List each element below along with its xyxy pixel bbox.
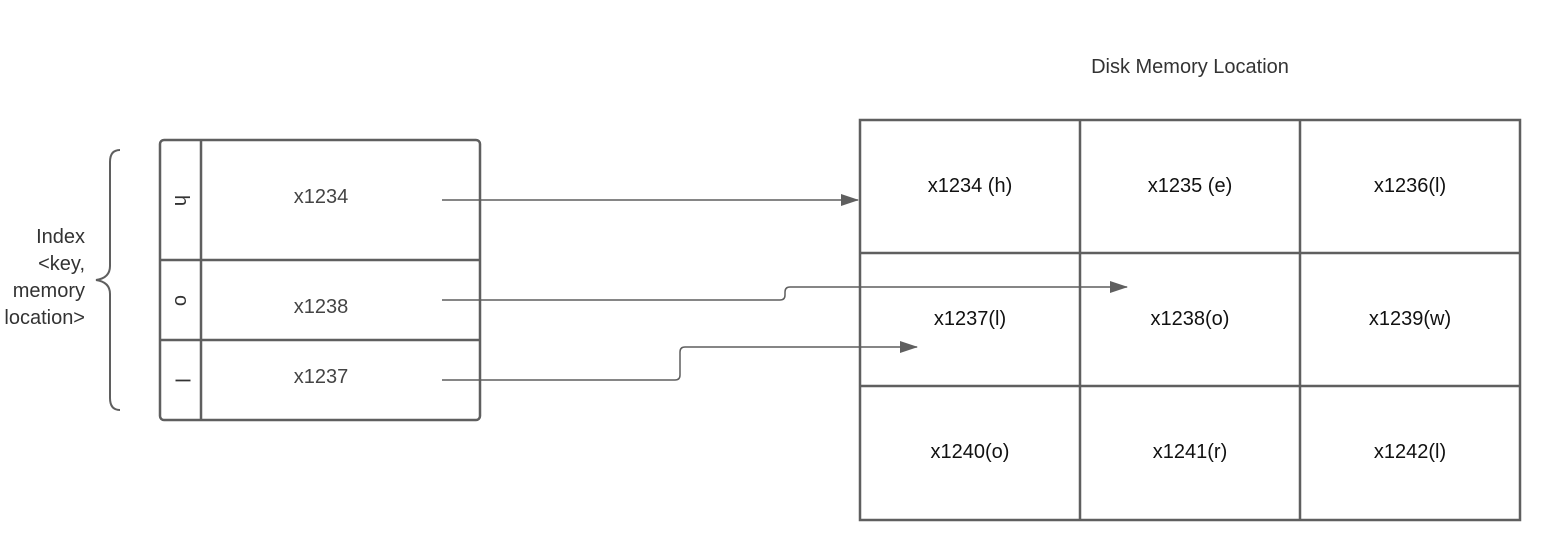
index-key: l bbox=[170, 377, 193, 383]
index-label-line: memory bbox=[12, 280, 85, 302]
disk-cell: x1235 (e) bbox=[1147, 175, 1233, 197]
arrow-l-to-x1237 bbox=[442, 341, 918, 381]
arrow-o-to-x1238 bbox=[442, 281, 1128, 301]
index-location: x1238 bbox=[293, 296, 349, 318]
index-label-line: location> bbox=[4, 307, 85, 329]
index-table bbox=[158, 138, 482, 422]
index-label-line: <key, bbox=[38, 253, 85, 275]
disk-cell: x1241(r) bbox=[1152, 441, 1228, 463]
index-brace bbox=[95, 149, 121, 411]
disk-cell: x1240(o) bbox=[930, 441, 1010, 463]
disk-cell: x1242(l) bbox=[1373, 441, 1447, 463]
disk-cell: x1236(l) bbox=[1373, 175, 1447, 197]
index-key-cell: o bbox=[161, 261, 201, 339]
index-location: x1237 bbox=[293, 366, 349, 388]
index-key: o bbox=[170, 294, 193, 306]
disk-cell: x1239(w) bbox=[1368, 308, 1452, 330]
index-label: Index <key, memory location> bbox=[0, 224, 85, 332]
index-location: x1234 bbox=[293, 186, 349, 208]
disk-cell: x1234 (h) bbox=[927, 175, 1013, 197]
index-key-cell: l bbox=[161, 341, 201, 419]
index-key: h bbox=[170, 194, 193, 206]
index-key-cell: h bbox=[161, 141, 201, 259]
disk-cell: x1237(l) bbox=[933, 308, 1007, 330]
disk-title: Disk Memory Location bbox=[1091, 56, 1289, 78]
disk-grid bbox=[858, 118, 1522, 522]
disk-cell: x1238(o) bbox=[1150, 308, 1230, 330]
index-label-line: Index bbox=[36, 226, 85, 248]
